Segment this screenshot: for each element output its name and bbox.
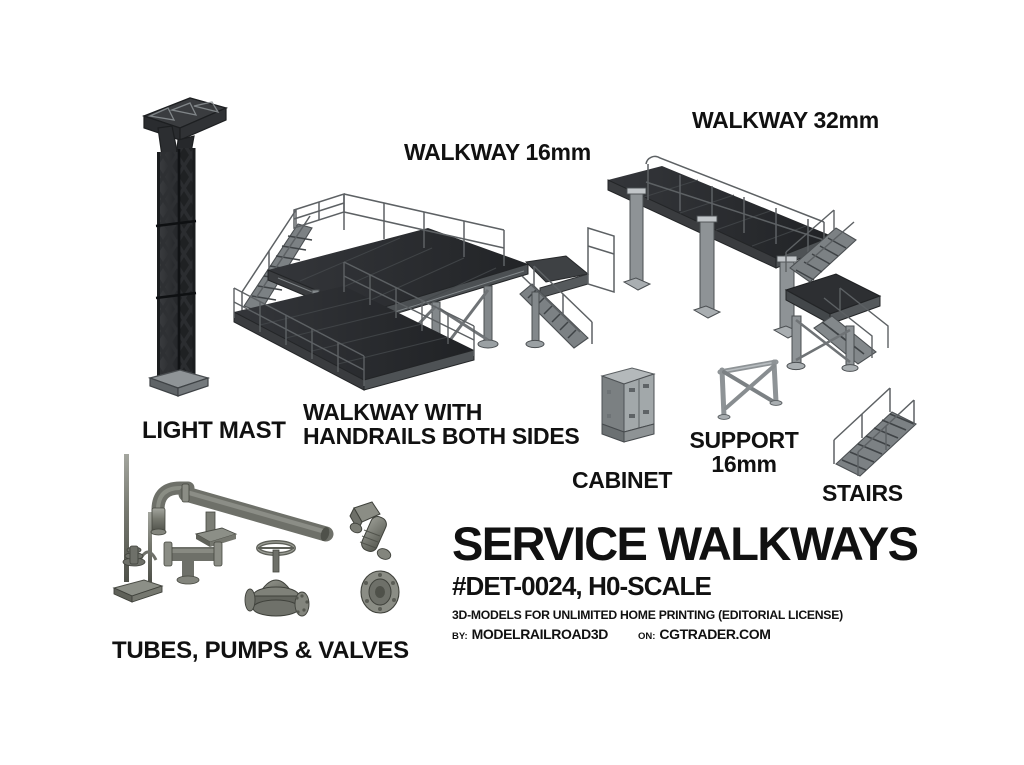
label-cabinet: CABINET <box>572 467 673 493</box>
label-support-16mm: SUPPORT 16mm <box>689 427 799 478</box>
label-walkway-32mm: WALKWAY 32mm <box>692 107 879 133</box>
light-mast-render <box>128 78 238 408</box>
label-tubes-pumps-valves: TUBES, PUMPS & VALVES <box>112 637 409 664</box>
label-walkway-handrails: WALKWAY WITH HANDRAILS BOTH SIDES <box>303 399 580 450</box>
product-sku: #DET-0024, H0-SCALE <box>452 571 712 602</box>
product-tagline: 3D-MODELS FOR UNLIMITED HOME PRINTING (E… <box>452 608 843 623</box>
walkway-32mm-render <box>600 140 920 390</box>
cabinet-render <box>598 362 660 450</box>
credit-on-label: ON: <box>638 631 656 643</box>
stairs-render <box>820 368 930 478</box>
tubes-pumps-valves-render <box>110 450 410 630</box>
credit-by-label: BY: <box>452 631 468 643</box>
credit-row: BY: MODELRAILROAD3D ON: CGTRADER.COM <box>452 626 922 642</box>
walkway-handrails-render <box>228 261 488 398</box>
support-16mm-render <box>714 358 786 430</box>
label-light-mast: LIGHT MAST <box>142 417 286 444</box>
credit-by-value: MODELRAILROAD3D <box>471 626 609 643</box>
label-stairs: STAIRS <box>822 480 903 506</box>
label-walkway-16mm: WALKWAY 16mm <box>404 139 591 165</box>
credit-on-value: CGTRADER.COM <box>659 626 771 643</box>
page-title: SERVICE WALKWAYS <box>452 517 919 570</box>
title-block: SERVICE WALKWAYS #DET-0024, H0-SCALE 3D-… <box>452 517 922 642</box>
